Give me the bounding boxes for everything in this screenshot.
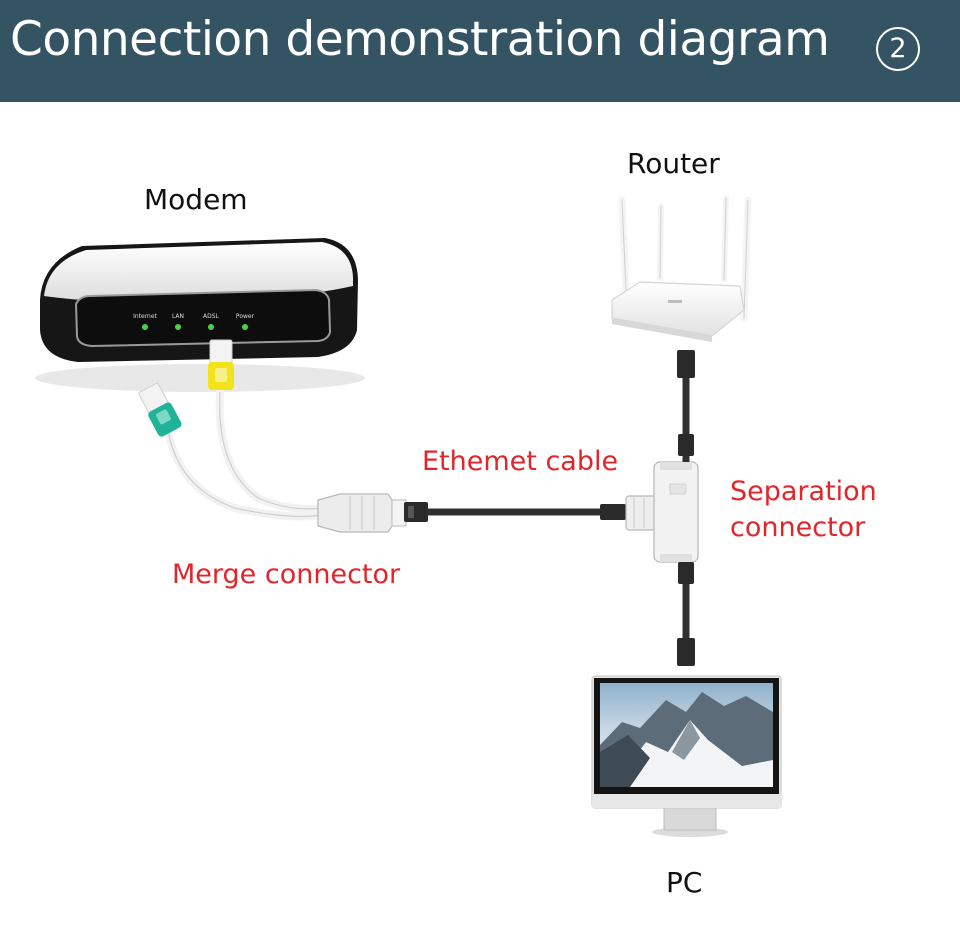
modem-led-power [242,324,248,330]
header-banner: Connection demonstration diagram 2 [0,0,960,102]
modem-led-label-internet: Internet [133,313,157,320]
yellow-rj45-plug [208,339,234,390]
modem-led-internet [142,324,148,330]
pc-monitor [591,675,782,837]
merge-connector-cable [138,339,407,533]
step-number-badge: 2 [876,27,920,71]
separation-connector [625,350,699,666]
router-device [611,195,752,342]
modem-led-label-power: Power [236,313,255,320]
router-label: Router [627,147,720,180]
ethernet-cable-label: Ethemet cable [422,446,619,477]
modem-led-label-lan: LAN [172,313,184,320]
teal-rj45-plug [138,382,182,437]
modem-device: Internet LAN ADSL Power [35,238,365,392]
separation-connector-label-line1: Separation [730,476,877,507]
merge-connector-label: Merge connector [172,559,401,590]
modem-led-lan [175,324,181,330]
page-title: Connection demonstration diagram [10,12,830,67]
modem-led-label-adsl: ADSL [203,313,220,320]
pc-label: PC [666,866,703,899]
modem-led-adsl [208,324,214,330]
separation-connector-label-line2: connector [730,512,866,543]
ethernet-cable [404,502,626,522]
modem-label: Modem [144,183,248,216]
